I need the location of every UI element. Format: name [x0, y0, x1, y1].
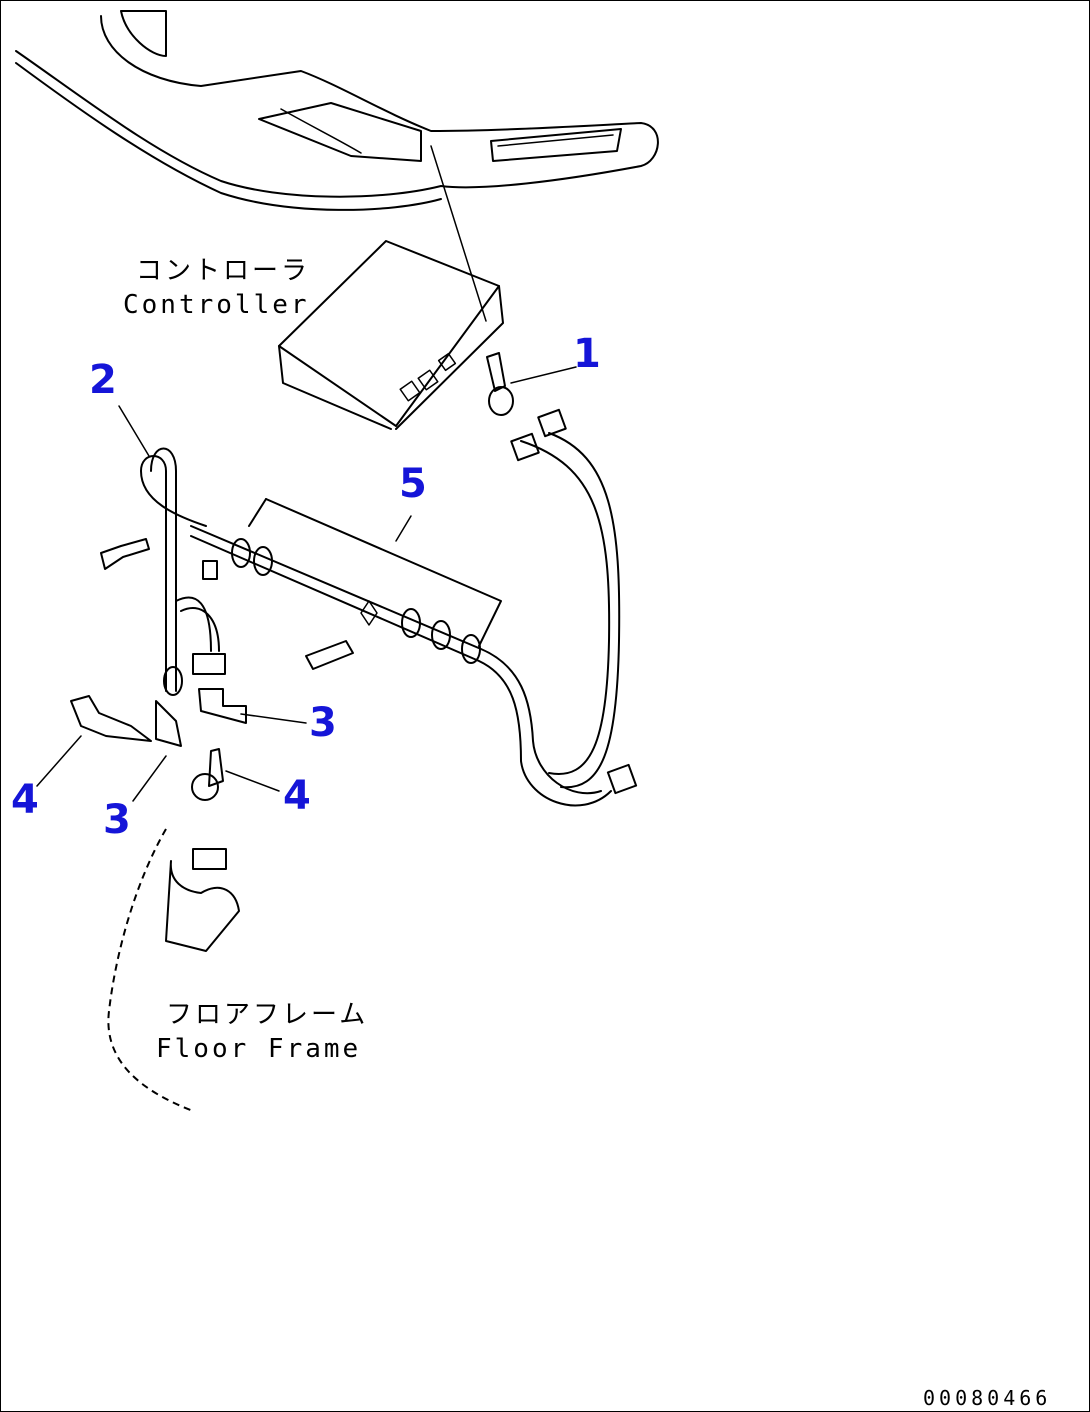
callout-5: 5	[399, 461, 427, 507]
callout-1: 1	[573, 331, 601, 377]
floor-frame-label-jp: フロアフレーム	[166, 1000, 368, 1030]
dashboard-panel	[15, 10, 659, 322]
part-2-wire	[100, 405, 226, 696]
document-number: 00080466	[923, 1386, 1051, 1410]
callout-2: 2	[89, 357, 117, 403]
controller-label-jp: コントローラ	[136, 256, 310, 286]
controller-label-en: Controller	[123, 290, 310, 320]
callout-4-left: 4	[11, 777, 39, 823]
part-3-clips	[132, 688, 307, 802]
callout-3-left: 3	[103, 797, 131, 843]
controller-unit	[278, 240, 504, 430]
callout-3-right: 3	[309, 700, 337, 746]
callout-4-right: 4	[283, 773, 311, 819]
part-4-bolts	[36, 695, 280, 801]
floor-frame	[107, 828, 240, 1112]
part-1-connector	[486, 352, 577, 416]
floor-frame-label-en: Floor Frame	[156, 1034, 361, 1064]
part-5-harness	[190, 408, 638, 807]
